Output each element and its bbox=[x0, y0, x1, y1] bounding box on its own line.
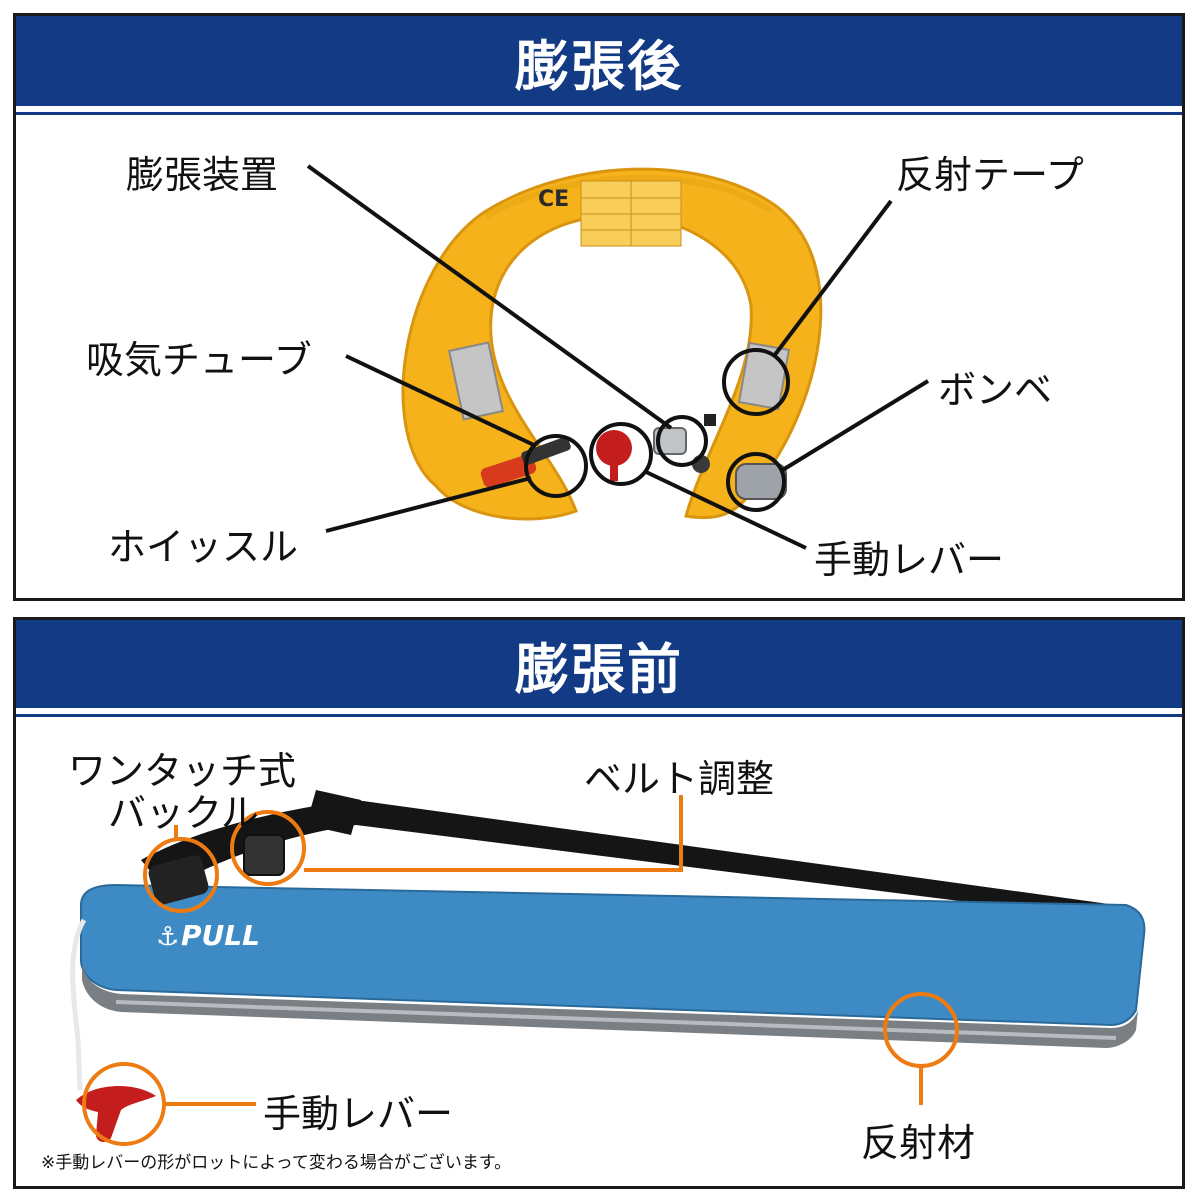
leader-whistle bbox=[325, 476, 532, 533]
inflator-indicator bbox=[704, 414, 716, 426]
label-cylinder: ボンベ bbox=[938, 368, 1053, 412]
label-belt-adjust: ベルト調整 bbox=[584, 757, 775, 801]
callout-circle-buckle bbox=[143, 837, 219, 913]
lot-variation-note: ※手動レバーの形がロットによって変わる場合がございます。 bbox=[41, 1153, 512, 1173]
whistle bbox=[480, 454, 537, 488]
label-oral-tube: 吸気チューブ bbox=[86, 338, 312, 382]
lever-cord bbox=[70, 918, 87, 1091]
callout-circle-belt-adjust bbox=[230, 810, 306, 886]
pouch-body bbox=[80, 883, 1146, 1027]
label-manual-lever: 手動レバー bbox=[814, 538, 1005, 582]
leader-oral-tube bbox=[345, 354, 537, 448]
title-text-uninflated: 膨張前 bbox=[515, 637, 683, 701]
callout-circle-cylinder bbox=[726, 452, 786, 512]
reflective-strip bbox=[82, 965, 1138, 1048]
panel-title-uninflated: 膨張前 bbox=[16, 620, 1182, 708]
label-reflective-tape: 反射テープ bbox=[896, 153, 1084, 197]
anchor-icon: ⚓ bbox=[156, 922, 179, 952]
panel-title-inflated: 膨張後 bbox=[16, 16, 1182, 106]
title-text-inflated: 膨張後 bbox=[515, 34, 683, 98]
pouch-pull-text: PULL bbox=[181, 919, 260, 952]
uninflated-panel: PULL ⚓ 膨張前 ワンタッチ式 バックル ベルト調整 手動レバー 反射材 ※… bbox=[13, 617, 1185, 1189]
inflated-panel: CE 膨張後 膨張装 bbox=[13, 13, 1185, 601]
callout-circle-oral-tube bbox=[524, 434, 588, 498]
label-reflective-material: 反射材 bbox=[861, 1121, 976, 1165]
callout-circle-inflator bbox=[656, 415, 708, 467]
label-whistle: ホイッスル bbox=[108, 525, 299, 569]
uninflated-vest-illustration: PULL ⚓ bbox=[70, 790, 1146, 1146]
belt-adjuster bbox=[243, 834, 285, 876]
buckle bbox=[148, 855, 209, 905]
leader-belt-adjust bbox=[304, 795, 683, 872]
label-buckle-line1: ワンタッチ式 bbox=[68, 749, 297, 793]
manual-lever-red bbox=[76, 1085, 156, 1142]
ce-mark: CE bbox=[538, 187, 569, 212]
oral-tube bbox=[521, 436, 571, 466]
callout-circle-reflective-tape bbox=[722, 348, 790, 416]
callout-circle-manual-lever bbox=[589, 422, 653, 486]
inflated-vest-illustration: CE bbox=[306, 164, 930, 550]
leader-reflective-tape bbox=[772, 199, 893, 358]
leader-manual-lever bbox=[643, 469, 807, 550]
label-buckle-line2: バックル bbox=[108, 791, 259, 835]
co2-cylinder bbox=[735, 463, 787, 500]
label-inflator: 膨張装置 bbox=[126, 153, 279, 197]
reflective-tape-left bbox=[447, 341, 505, 421]
manual-lever-knob bbox=[596, 430, 632, 466]
label-manual-lever: 手動レバー bbox=[263, 1092, 454, 1136]
leader-inflator bbox=[306, 164, 673, 430]
leader-cylinder bbox=[779, 379, 930, 473]
